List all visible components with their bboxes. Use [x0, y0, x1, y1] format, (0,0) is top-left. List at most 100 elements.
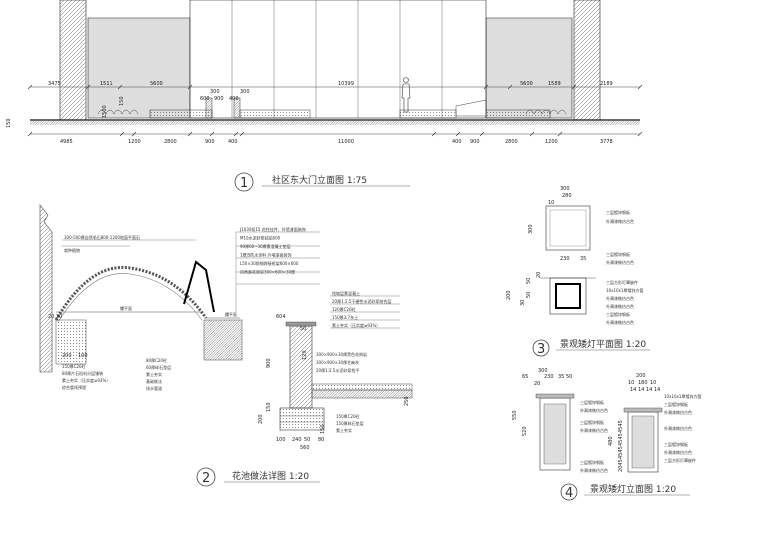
lamp-plan-notes: 三层镀锌钢板外涮漆做仿古色三层镀锌钢板外涮漆做仿古色三层方形灯罩嵌件10x10x…: [606, 209, 643, 325]
flowerbed-note-center: 素土夯实: [146, 371, 162, 377]
water-level-label-left: 擱平面: [120, 305, 132, 311]
flowerbed-note-left: 80厚片石粒料分层铺装: [62, 370, 103, 376]
lamp-plan-number-circle: [532, 339, 550, 357]
left-grille: [87, 17, 191, 119]
water-level-label-right: 擱平面: [225, 311, 237, 317]
flowerbed-bottom-dim: 100: [276, 437, 286, 443]
dimension-tick: [85, 84, 91, 90]
lamp-elev-note-right: 三层镀锌钢板: [664, 401, 688, 407]
elevation-bottom-dim: 11000: [338, 139, 354, 145]
human-figure: [401, 77, 411, 113]
dimension-tick: [233, 131, 239, 137]
flowerbed-right-dim: 120: [302, 350, 308, 360]
flowerbed-note-top: M10水泥砂浆粘贴600: [240, 235, 281, 241]
dimension-tick: [431, 131, 437, 137]
lamp-cap-plan: [545, 205, 591, 251]
elevation-top-dim: 3475: [48, 81, 61, 87]
lamp-plan-left-dim: 20: [536, 272, 542, 278]
lamp-plan-left-dim: 50: [526, 278, 532, 284]
elev-label-300b: 300: [240, 89, 250, 95]
left-retaining-wall: [39, 204, 53, 373]
lamp-elev-right-left-dim: 45: [618, 427, 624, 433]
lamp-plan-left-dim: 300: [528, 224, 534, 234]
elev-label-600: 600: [200, 96, 210, 102]
left-wall: [59, 0, 87, 121]
flowerbed-note-left: 综合管线预埋: [62, 384, 86, 390]
soil-note: 栽种植物: [64, 247, 80, 253]
lamp-elev-right-left-dim: 45: [618, 459, 624, 465]
flowerbed-note-top: 自然面花岗岩300×600×30厚: [240, 269, 295, 275]
left-base: [55, 319, 87, 365]
lamp-elev-right-left-dim: 45: [618, 453, 624, 459]
flowerbed-note-top: L50×30角钢焊接框架600×600: [240, 260, 299, 266]
flowerbed-note-left: 素土夯实（压实度≥93%）: [62, 377, 110, 383]
lamp-elev-top-dim-left: 65: [522, 374, 528, 380]
lamp-elev-top-dim-right: 200: [636, 373, 646, 379]
paving-layer: [311, 383, 413, 391]
flowerbed-title: 花池做法详图 1:20: [232, 470, 309, 482]
right-grille: [485, 17, 573, 119]
dimension-tick: [637, 131, 643, 137]
dimension-tick: [209, 131, 215, 137]
lamp-plan-note: 三层镀锌钢板: [606, 311, 630, 317]
lamp-elev-number: 4: [565, 486, 573, 501]
lamp-elev-right-left-dim: 20: [618, 466, 624, 472]
lamp-plan-note: 三层镀锌钢板: [606, 209, 630, 215]
right-pillar: [233, 97, 241, 119]
flowerbed-left-dim: 20: [56, 314, 62, 320]
dimension-tick: [187, 131, 193, 137]
right-base: [203, 319, 243, 361]
lamp-plan-note: 三层镀锌钢板: [606, 251, 630, 257]
lamp-elev-note-right: 外涮漆做仿古色: [664, 449, 692, 455]
flowerbed-note-mid: 120厚C20砼: [332, 306, 356, 312]
flowerbed-bottom-dim: 80: [318, 437, 324, 443]
lamp-elev-number-circle: [560, 483, 578, 501]
flowerbed-right-dim: 150: [320, 424, 326, 434]
dimension-tick: [571, 84, 577, 90]
flowerbed-note-mid: 素土夯实（压实度≥93%）: [332, 322, 380, 328]
flowerbed-note-low: 20厚1:2.5水泥砂浆找平: [316, 367, 359, 373]
flowerbed-bottom-dim: 560: [300, 445, 310, 451]
flowerbed-note-base: 150厚C20砼: [336, 413, 360, 419]
lamp-elev-top-dim-right: 180: [638, 380, 648, 386]
lamp-plan-note: 外涮漆做仿古色: [606, 303, 634, 309]
lamp-plan-left-dim: 50: [526, 292, 532, 298]
dimension-tick: [529, 131, 535, 137]
lamp-elevation-notes: 三层镀锌钢板外涮漆做仿古色三层镀锌钢板外涮漆做仿古色三层镀锌钢板外涮漆做仿古色1…: [580, 393, 701, 473]
flowerbed-note-base: 150厚碎石垫层: [336, 420, 364, 426]
flowerbed-note-mid: 150厚3:7灰土: [332, 314, 358, 320]
lamp-elev-right-left-dim: 45: [618, 420, 624, 426]
elevation-bottom-dim: 1200: [128, 139, 141, 145]
lamp-elev-note-right: 10x10x1厚镀锌方管: [664, 393, 701, 399]
dimension-tick: [637, 84, 643, 90]
lamp-elev-top-dim-right: 14 14 14 14: [630, 387, 660, 393]
dimension-tick: [455, 131, 461, 137]
flowerbed-right-dim: 250: [404, 396, 410, 406]
flowerbed-note-mid: 找坡层素混凝土: [332, 290, 360, 296]
lamp-plan-note: 10x10x1厚镀锌方管: [606, 287, 643, 293]
elevation-bottom-dim: 1200: [545, 139, 558, 145]
lamp-plan-title: 景观矮灯平面图 1:20: [560, 338, 646, 350]
natural-stone: [183, 260, 215, 313]
lamp-elev-top-dim-left: 50: [566, 374, 572, 380]
flowerbed-right-dim: 900: [266, 358, 272, 368]
lamp-elev-right-left-dim: 45: [618, 440, 624, 446]
lamp-elev-left-dim: 520: [522, 426, 528, 436]
elevation-bottom-dim: 4985: [60, 139, 73, 145]
flowerbed-bottom-dim: 50: [304, 437, 310, 443]
dimension-tick: [117, 84, 123, 90]
lamp-plan-top-dim: 300: [560, 186, 570, 192]
lamp-elev-note-left: 三层镀锌钢板: [580, 399, 604, 405]
flowerbed-left-dim: 20: [48, 314, 54, 320]
lamp-elev-right-left-dim: 45: [618, 433, 624, 439]
flowerbed-bottom-dim: 240: [292, 437, 302, 443]
steps: [149, 109, 551, 119]
flowerbed-detail: 擱平面 擱平面 300-500厚自然毛石800-1200地面平面石 栽种植物 J…: [39, 204, 413, 487]
